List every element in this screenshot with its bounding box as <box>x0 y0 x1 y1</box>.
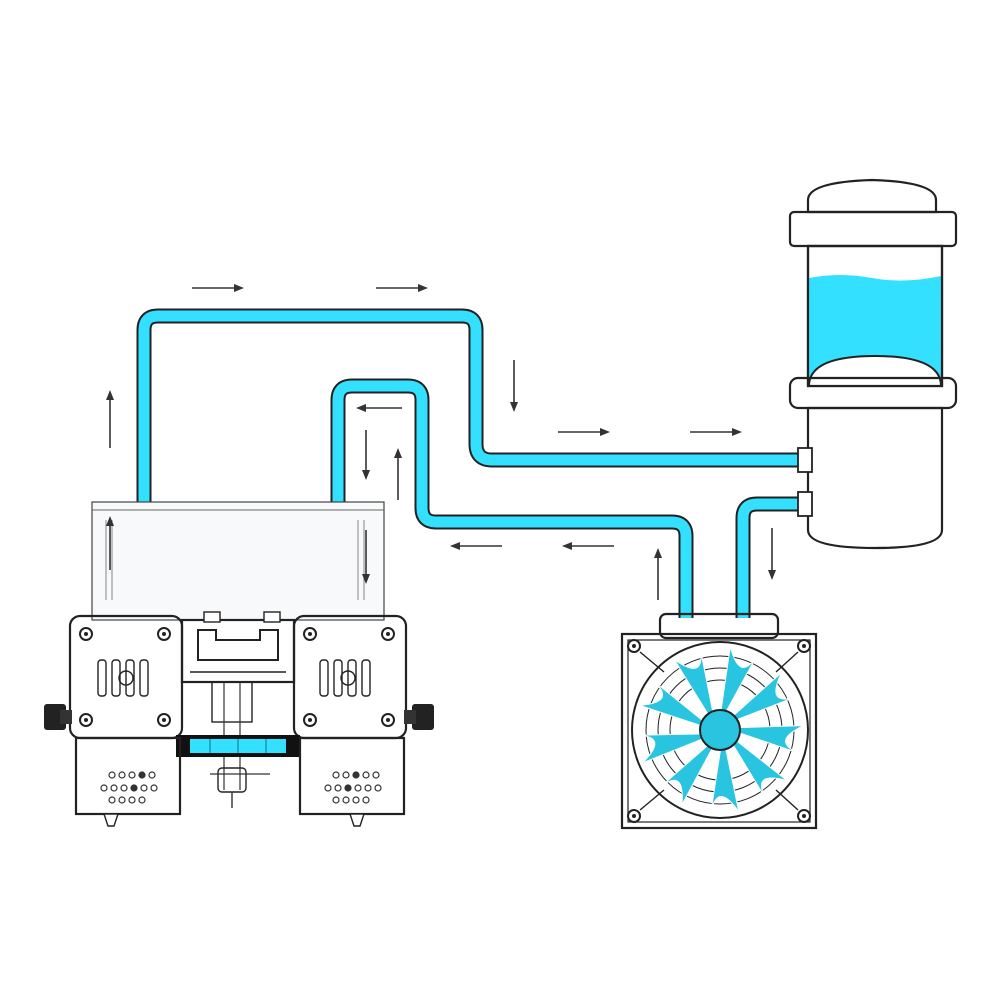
fan-hub <box>699 709 741 751</box>
flow-arrow-up <box>394 448 402 500</box>
flow-arrow-up <box>654 548 662 600</box>
fan-blade <box>720 646 758 714</box>
coolant-reservoir <box>788 178 958 550</box>
flow-arrow-left <box>562 542 614 550</box>
reservoir-inlet-port <box>797 447 813 473</box>
fan-blade <box>673 648 714 717</box>
flow-arrow-up <box>106 390 114 448</box>
fan-blade <box>636 733 705 764</box>
flow-arrow-right <box>376 284 428 292</box>
flow-arrow-up <box>106 516 114 570</box>
flow-arrow-down <box>362 430 370 480</box>
flow-arrow-right <box>558 428 610 436</box>
flow-arrows <box>106 284 776 600</box>
flow-arrow-right <box>192 284 244 292</box>
flow-arrow-right <box>690 428 742 436</box>
dual-extruder-hotend-assembly <box>44 501 434 827</box>
fan-blade <box>731 738 788 801</box>
radiator-fan <box>620 612 818 830</box>
fan-blade <box>710 746 740 814</box>
fan-blade <box>639 679 705 727</box>
flow-arrow-down <box>510 360 518 412</box>
fan-blade <box>737 725 805 755</box>
flow-arrow-down <box>768 528 776 580</box>
flow-arrow-left <box>356 404 402 412</box>
fan-blade <box>731 672 798 721</box>
reservoir-outlet-port <box>797 491 813 517</box>
fan-blades <box>636 646 805 814</box>
flow-arrow-down <box>362 530 370 584</box>
fan-blade <box>658 743 714 806</box>
flow-arrow-left <box>450 542 502 550</box>
coolant-tubing <box>134 308 806 618</box>
